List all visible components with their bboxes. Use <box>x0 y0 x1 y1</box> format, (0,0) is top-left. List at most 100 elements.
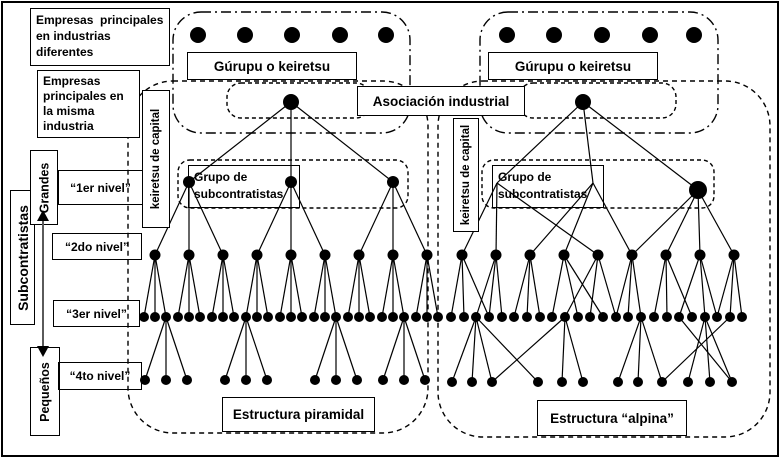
graph-edge <box>392 181 428 256</box>
graph-edge <box>631 254 642 318</box>
graph-dot <box>686 27 702 43</box>
vertical-text: keiretsu de capital <box>460 124 473 226</box>
graph-dot <box>377 312 387 322</box>
graph-edge <box>224 316 247 381</box>
graph-edge <box>704 316 711 383</box>
graph-dot <box>241 375 251 385</box>
graph-edge <box>699 254 706 318</box>
graph-dot <box>182 375 192 385</box>
graph-edge <box>496 182 599 256</box>
graph-edge <box>471 316 477 383</box>
graph-edge <box>563 254 579 318</box>
graph-edge <box>529 182 594 256</box>
label-empresas-industrias-diferentes: Empresas principales en industrias difer… <box>30 8 170 66</box>
graph-dot <box>497 312 507 322</box>
text-line: la misma <box>43 104 95 118</box>
graph-dot <box>578 377 588 387</box>
graph-edge <box>582 101 699 191</box>
graph-dot <box>490 249 502 261</box>
graph-dot <box>533 377 543 387</box>
graph-dot <box>524 249 536 261</box>
graph-dot <box>662 312 672 322</box>
graph-dot <box>320 312 330 322</box>
graph-edge <box>245 316 268 381</box>
graph-dot <box>623 312 633 322</box>
graph-dot <box>700 312 710 322</box>
graph-edge <box>661 316 731 383</box>
graph-edge <box>631 189 699 256</box>
graph-dot <box>509 312 519 322</box>
graph-dot <box>421 249 433 261</box>
graph-edge <box>653 254 667 318</box>
graph-dot <box>263 312 273 322</box>
graph-dot <box>585 312 595 322</box>
graph-dot <box>592 249 604 261</box>
graph-edge <box>491 316 566 383</box>
graph-edge <box>314 316 337 381</box>
label-nivel-2: “2do nivel” <box>52 233 142 260</box>
vertical-text: Grandes <box>37 162 51 213</box>
graph-dot <box>546 27 562 43</box>
graph-edge <box>704 316 733 383</box>
graph-dot <box>262 375 272 385</box>
graph-dot <box>433 312 443 322</box>
graph-dot <box>642 27 658 43</box>
graph-dot <box>712 312 722 322</box>
graph-edge <box>729 254 735 318</box>
graph-dot <box>207 312 217 322</box>
graph-dot <box>683 377 693 387</box>
graph-dot <box>547 312 557 322</box>
graph-dot <box>522 312 532 322</box>
graph-edge <box>678 254 701 318</box>
graph-dot <box>252 312 262 322</box>
graph-edge <box>615 254 633 318</box>
graph-dot <box>229 312 239 322</box>
graph-edge <box>475 316 539 383</box>
graph-edge <box>347 254 360 318</box>
graph-dot <box>297 312 307 322</box>
graph-dot <box>626 249 638 261</box>
graph-edge <box>177 254 190 318</box>
graph-edge <box>461 254 490 318</box>
graph-edge <box>665 189 699 256</box>
graph-dot <box>598 312 608 322</box>
graph-edge <box>589 254 599 318</box>
graph-dot <box>173 312 183 322</box>
graph-dot <box>220 375 230 385</box>
arrow-down-icon <box>37 346 49 357</box>
graph-dot <box>353 249 365 261</box>
label-estructura-piramidal: Estructura piramidal <box>222 397 375 432</box>
graph-edge <box>415 254 428 318</box>
graph-edge <box>256 254 269 318</box>
graph-dot <box>184 312 194 322</box>
graph-dot <box>343 312 353 322</box>
graph-dot <box>183 176 195 188</box>
graph-edge <box>290 254 303 318</box>
graph-dot <box>284 27 300 43</box>
graph-dot <box>558 249 570 261</box>
label-gurupu-keiretsu-left: Gúrupu o keiretsu <box>187 52 357 80</box>
graph-dot <box>535 312 545 322</box>
graph-dot <box>310 375 320 385</box>
graph-edge <box>640 316 663 383</box>
label-nivel-4: “4to nivel” <box>58 362 142 390</box>
graph-dot <box>636 312 646 322</box>
graph-edge <box>143 254 156 318</box>
graph-dot <box>140 375 150 385</box>
graph-dot <box>286 312 296 322</box>
graph-dot <box>446 312 456 322</box>
graph-edge <box>563 182 594 256</box>
graph-dot <box>139 312 149 322</box>
graph-dot <box>422 312 432 322</box>
graph-dot <box>275 312 285 322</box>
graph-dot <box>705 377 715 387</box>
graph-edge <box>222 254 235 318</box>
graph-edge <box>256 181 292 256</box>
graph-edge <box>279 254 292 318</box>
graph-edge <box>188 101 292 183</box>
text-line: subcontratistas <box>498 187 588 201</box>
graph-edge <box>529 254 541 318</box>
graph-edge <box>665 254 668 318</box>
graph-dot <box>217 249 229 261</box>
